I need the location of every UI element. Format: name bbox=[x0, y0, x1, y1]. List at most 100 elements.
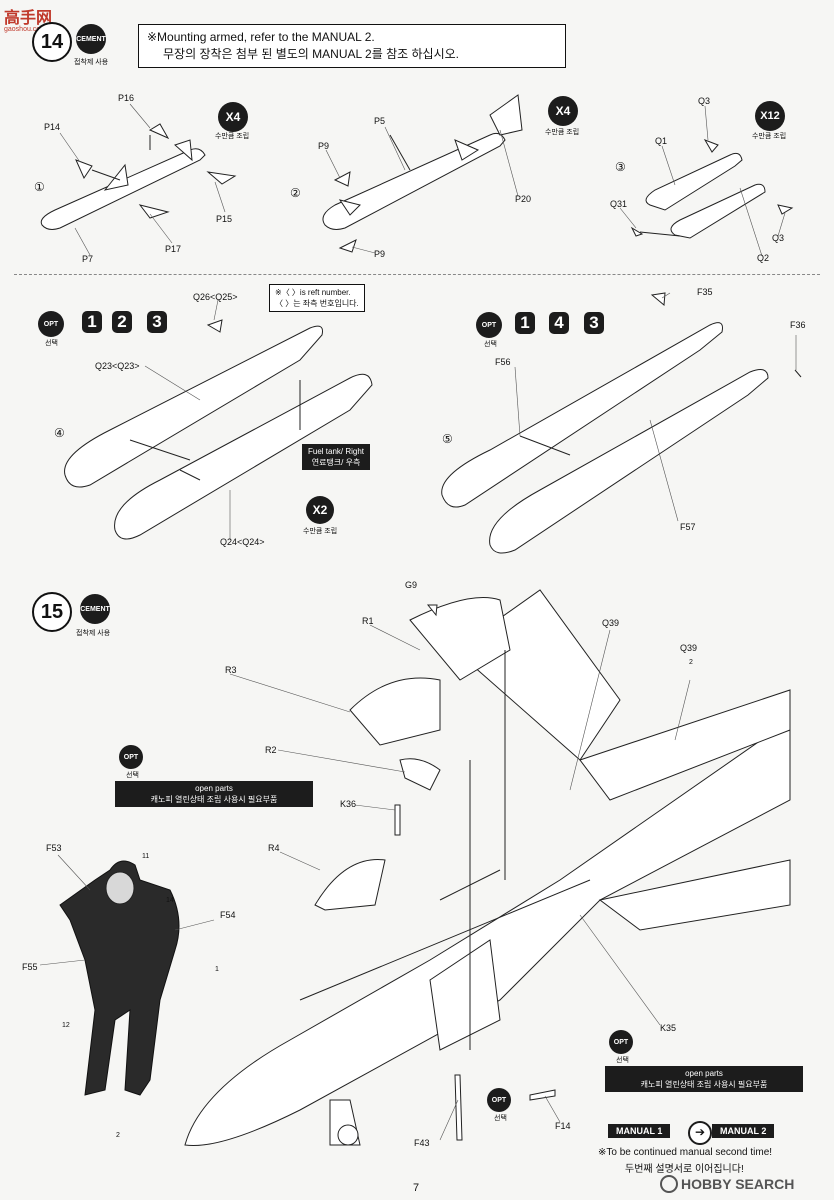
hobby-search-watermark: HOBBY SEARCH bbox=[660, 1175, 794, 1193]
open-parts-ko-a: 캐노피 열린상태 조립 사용시 필요부품 bbox=[150, 795, 278, 804]
part-label-r1: R1 bbox=[362, 616, 374, 626]
ref-note-line1: ※〈 〉is reft number. bbox=[275, 288, 351, 297]
aircraft-drawing bbox=[184, 589, 791, 1147]
fuel-tank-4-drawing bbox=[64, 319, 373, 540]
open-parts-label-a: open parts 캐노피 열린상태 조립 사용시 필요부품 bbox=[115, 781, 313, 807]
part-label-q2: Q2 bbox=[757, 253, 770, 263]
page-number: 7 bbox=[413, 1182, 420, 1194]
part-label-f54: F54 bbox=[220, 910, 236, 920]
opt-badge-15c: OPT bbox=[487, 1088, 511, 1112]
part-label-q31: Q31 bbox=[610, 199, 628, 209]
part-label-f36: F36 bbox=[790, 320, 806, 330]
open-parts-en-b: open parts bbox=[685, 1069, 723, 1078]
part-label-k35: K35 bbox=[660, 1023, 677, 1033]
open-parts-ko-b: 캐노피 열린상태 조립 사용시 필요부품 bbox=[640, 1080, 768, 1089]
rocket-pod-3-drawing bbox=[630, 139, 794, 239]
ref-note-line2: 〈 〉는 좌측 번호입니다. bbox=[275, 299, 359, 308]
count-badge-x4-a: X4 bbox=[218, 102, 248, 132]
cement-caption-15: 접착제 사용 bbox=[76, 630, 111, 637]
site-logo: 高手网 gaoshou.com.cn bbox=[4, 4, 55, 33]
assembly-4-marker: ④ bbox=[54, 426, 65, 440]
part-label-p15: P15 bbox=[216, 214, 233, 224]
part-label-q1: Q1 bbox=[655, 136, 668, 146]
part-label-p5: P5 bbox=[374, 116, 386, 126]
note-line-ko: 무장의 장착은 첨부 된 별도의 MANUAL 2를 참조 하십시오. bbox=[163, 47, 460, 61]
open-parts-en-a: open parts bbox=[195, 784, 233, 793]
part-label-f43: F43 bbox=[414, 1138, 430, 1148]
count-caption-c: 수만큼 조립 bbox=[752, 133, 787, 140]
part-label-p14: P14 bbox=[44, 122, 61, 132]
cement-badge-14: CEMENT bbox=[76, 24, 106, 54]
part-label-r4: R4 bbox=[268, 843, 280, 853]
missile-2-drawing bbox=[322, 94, 523, 253]
part-label-p17: P17 bbox=[165, 244, 182, 254]
part-label-q26: Q26<Q25> bbox=[193, 292, 238, 302]
opt-caption-4: 선택 bbox=[45, 340, 58, 347]
paint-marker-2-b: 2 bbox=[689, 659, 693, 666]
manual-2-bar: MANUAL 2 bbox=[712, 1124, 775, 1138]
ref-number-note: ※〈 〉is reft number. 〈 〉는 좌측 번호입니다. bbox=[269, 284, 365, 312]
count-badge-x4-b: X4 bbox=[548, 96, 578, 126]
option-num-5-2: 4 bbox=[549, 312, 569, 334]
fuel-tank-ko: 연료탱크/ 우측 bbox=[311, 458, 361, 467]
part-label-q39-b: Q39 bbox=[680, 643, 698, 653]
assembly-3-marker: ③ bbox=[615, 160, 626, 174]
note-line-en: ※Mounting armed, refer to the MANUAL 2. bbox=[147, 30, 375, 44]
cement-caption-14: 접착제 사용 bbox=[74, 59, 109, 66]
step-15-number: 15 bbox=[32, 592, 72, 632]
part-label-p7: P7 bbox=[82, 254, 94, 264]
part-label-f53: F53 bbox=[46, 843, 62, 853]
opt-caption-5: 선택 bbox=[484, 341, 497, 348]
part-label-f35: F35 bbox=[697, 287, 713, 297]
part-label-q3-top: Q3 bbox=[698, 96, 711, 106]
part-label-f14: F14 bbox=[555, 1121, 571, 1131]
opt-badge-5: OPT bbox=[476, 312, 502, 338]
open-parts-label-b: open parts 캐노피 열린상태 조립 사용시 필요부품 bbox=[605, 1066, 803, 1092]
part-label-g9: G9 bbox=[405, 580, 418, 590]
opt-caption-15c: 선택 bbox=[494, 1115, 507, 1122]
logo-url: gaoshou.com.cn bbox=[4, 26, 56, 33]
part-label-q23: Q23<Q23> bbox=[95, 361, 140, 371]
part-label-f56: F56 bbox=[495, 357, 511, 367]
part-label-q39-a: Q39 bbox=[602, 618, 620, 628]
part-label-f57: F57 bbox=[680, 522, 696, 532]
step-14-number: 14 bbox=[32, 22, 72, 62]
fuel-tank-right-label: Fuel tank/ Right 연료탱크/ 우측 bbox=[302, 444, 371, 470]
part-label-p20: P20 bbox=[515, 194, 532, 204]
paint-marker-12: 12 bbox=[62, 1022, 70, 1029]
fuel-tank-en: Fuel tank/ Right bbox=[308, 447, 365, 456]
count-caption-x2: 수만큼 조립 bbox=[303, 528, 338, 535]
logo-text: 高手网 bbox=[4, 10, 53, 27]
count-badge-x2: X2 bbox=[306, 496, 334, 524]
continued-note-en: ※To be continued manual second time! bbox=[598, 1147, 773, 1158]
count-caption-b: 수만큼 조립 bbox=[545, 129, 580, 136]
opt-caption-15a: 선택 bbox=[126, 772, 139, 779]
part-label-q24: Q24<Q24> bbox=[220, 537, 265, 547]
part-label-r2: R2 bbox=[265, 745, 277, 755]
part-label-q3-bottom: Q3 bbox=[772, 233, 785, 243]
missile-1-drawing bbox=[40, 123, 237, 230]
hobby-search-logo-icon bbox=[660, 1175, 678, 1193]
fuel-tank-5-drawing bbox=[441, 292, 802, 554]
section-divider bbox=[14, 274, 820, 275]
paint-marker-2-a: 2 bbox=[116, 1132, 120, 1139]
arrow-right-icon: ➔ bbox=[688, 1121, 712, 1145]
part-label-p9-top: P9 bbox=[318, 141, 330, 151]
part-label-r3: R3 bbox=[225, 665, 237, 675]
opt-caption-15b: 선택 bbox=[616, 1057, 629, 1064]
opt-badge-15a: OPT bbox=[119, 745, 143, 769]
assembly-2-marker: ② bbox=[290, 186, 301, 200]
cement-badge-15: CEMENT bbox=[80, 594, 110, 624]
part-label-p9-bottom: P9 bbox=[374, 249, 386, 259]
count-badge-x12: X12 bbox=[755, 101, 785, 131]
assembly-5-marker: ⑤ bbox=[442, 432, 453, 446]
manual-1-bar: MANUAL 1 bbox=[608, 1124, 671, 1138]
assembly-1-marker: ① bbox=[34, 180, 45, 194]
part-label-p16: P16 bbox=[118, 93, 135, 103]
paint-marker-1: 1 bbox=[215, 966, 219, 973]
opt-badge-15b: OPT bbox=[609, 1030, 633, 1054]
continued-note-ko: 두번째 설명서로 이어집니다! bbox=[625, 1164, 744, 1175]
pilot-figure-drawing bbox=[59, 860, 180, 1096]
opt-badge-4: OPT bbox=[38, 311, 64, 337]
